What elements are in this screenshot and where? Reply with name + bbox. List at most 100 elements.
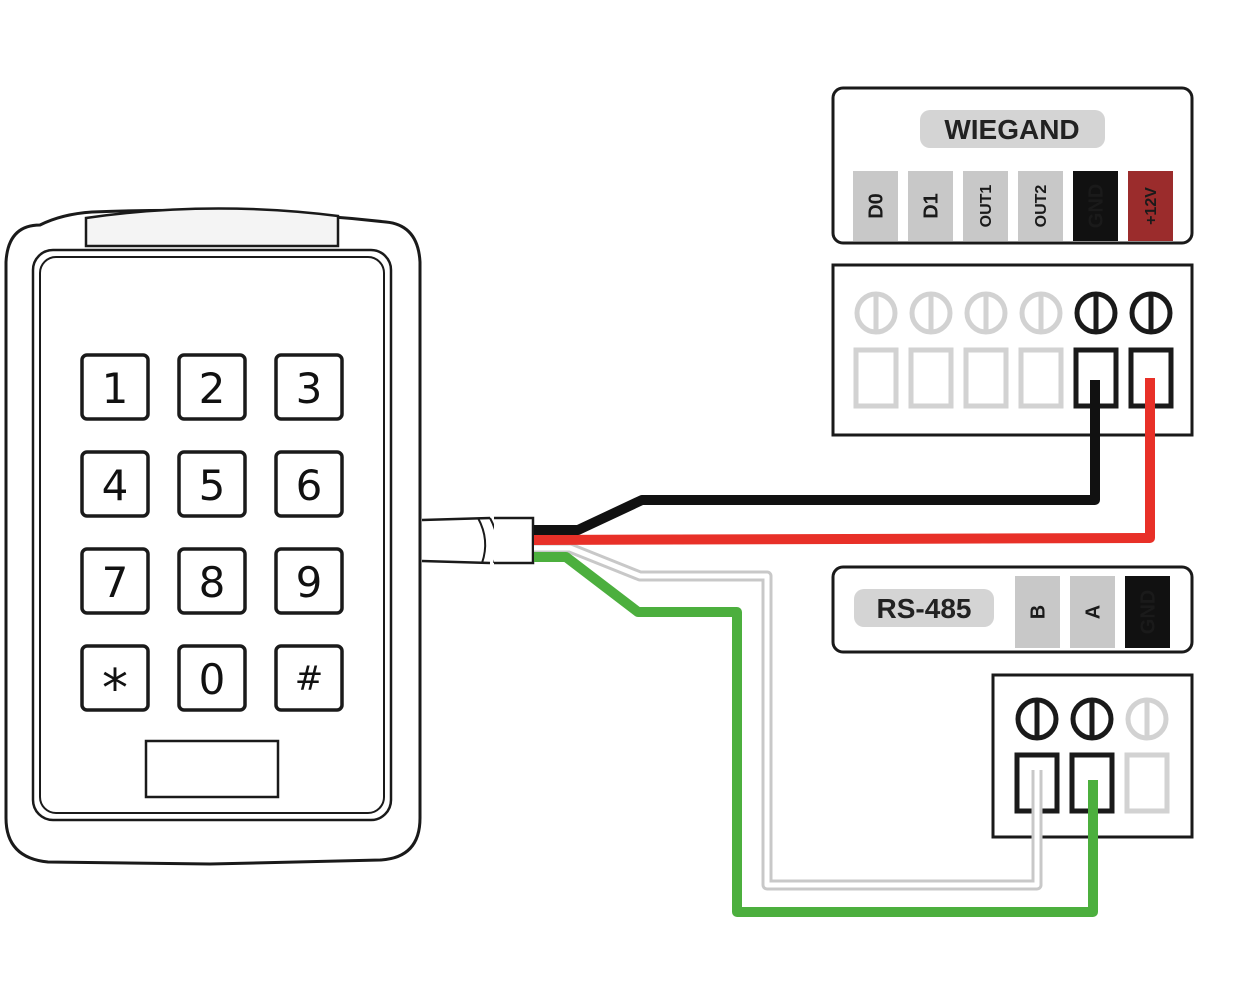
pin-tab-background — [1015, 576, 1060, 648]
wire-clamp — [853, 347, 899, 409]
keypad-reader: 1 2 3 4 5 6 7 8 9 * 0 # — [4, 207, 422, 866]
key-label: * — [102, 659, 128, 719]
wire-black — [534, 380, 1100, 535]
wiegand-pin-plus-12v: +12V — [1128, 171, 1173, 241]
rs485-title-badge — [854, 589, 994, 627]
cable-jacket — [421, 516, 491, 565]
rs485-terminal-b — [1014, 697, 1060, 814]
rs485-pin-tabs: B A GND — [1015, 576, 1170, 648]
rs485-pin-a: A — [1070, 576, 1115, 648]
wire-clamp — [908, 347, 954, 409]
wire-clamp — [1124, 752, 1170, 814]
pin-tab-background — [1073, 171, 1118, 241]
key-frame — [80, 450, 150, 518]
pin-tab-background — [1128, 171, 1173, 241]
wire-clamp — [963, 347, 1009, 409]
rs485-terminal-gnd — [1124, 697, 1170, 814]
pin-tab-background — [1070, 576, 1115, 648]
wiegand-pin-d0: D0 — [853, 171, 898, 241]
rs485-block: RS-485 B A GND — [831, 565, 1194, 839]
wiegand-block: WIEGAND D0 D1 OUT1 OUT2 GND +12V — [831, 86, 1194, 437]
key-frame — [80, 644, 150, 712]
rs485-title: RS-485 — [877, 593, 972, 624]
rs485-pin-gnd: GND — [1125, 576, 1170, 648]
key-seven[interactable]: 7 — [80, 547, 150, 615]
cable — [421, 516, 535, 565]
cable-sleeve — [494, 516, 535, 565]
wiegand-terminal-d0 — [853, 291, 899, 409]
wiegand-terminal-d1 — [908, 291, 954, 409]
key-label: 3 — [296, 364, 323, 413]
reader-top-window — [84, 207, 340, 248]
key-label: 5 — [199, 461, 226, 510]
key-six[interactable]: 6 — [274, 450, 344, 518]
wiegand-title: WIEGAND — [944, 114, 1079, 145]
wiegand-terminals — [853, 291, 1174, 409]
key-one[interactable]: 1 — [80, 353, 150, 421]
key-frame — [177, 450, 247, 518]
reader-inner-panel-inset — [39, 256, 385, 814]
rs485-terminals — [1014, 697, 1170, 814]
key-hash[interactable]: # — [274, 644, 344, 712]
keypad-grid: 1 2 3 4 5 6 7 8 9 * 0 # — [80, 353, 344, 719]
pin-tab-background — [963, 171, 1008, 241]
pin-label: D1 — [921, 193, 943, 219]
wire-green — [534, 552, 1098, 917]
key-frame — [80, 547, 150, 615]
key-frame — [274, 644, 344, 712]
key-three[interactable]: 3 — [274, 353, 344, 421]
pin-tab-background — [1018, 171, 1063, 241]
pin-tab-background — [1125, 576, 1170, 648]
key-label: 6 — [296, 461, 323, 510]
wiegand-terminal-out1 — [963, 291, 1009, 409]
wiegand-pin-out1: OUT1 — [963, 171, 1008, 241]
key-label: # — [295, 659, 324, 699]
pin-label: GND — [1138, 590, 1160, 634]
key-frame — [177, 547, 247, 615]
key-frame — [177, 644, 247, 712]
pin-label: +12V — [1143, 187, 1160, 225]
key-four[interactable]: 4 — [80, 450, 150, 518]
wire-clamp — [1018, 347, 1064, 409]
key-label: 8 — [199, 558, 226, 607]
wire-red — [533, 378, 1155, 545]
pin-tab-background — [908, 171, 953, 241]
key-zero[interactable]: 0 — [177, 644, 247, 712]
pin-label: A — [1083, 605, 1105, 619]
key-label: 4 — [102, 461, 129, 510]
pin-label: OUT1 — [978, 185, 995, 228]
key-label: 7 — [102, 558, 129, 607]
wiegand-pin-tabs: D0 D1 OUT1 OUT2 GND +12V — [853, 171, 1173, 241]
pin-tab-background — [853, 171, 898, 241]
pin-label: D0 — [866, 193, 888, 219]
wire-clamp — [1014, 752, 1060, 814]
key-label: 2 — [199, 364, 226, 413]
wiegand-terminal-out2 — [1018, 291, 1064, 409]
key-frame — [274, 353, 344, 421]
wiegand-pin-d1: D1 — [908, 171, 953, 241]
wire-white-core — [534, 545, 1040, 888]
key-frame — [274, 450, 344, 518]
key-star[interactable]: * — [80, 644, 150, 719]
key-two[interactable]: 2 — [177, 353, 247, 421]
key-frame — [177, 353, 247, 421]
wiegand-pin-out2: OUT2 — [1018, 171, 1063, 241]
pin-label: B — [1028, 605, 1050, 619]
key-label: 9 — [296, 558, 323, 607]
pin-label: GND — [1086, 184, 1108, 228]
key-label: 1 — [102, 364, 129, 413]
wiegand-title-badge — [920, 110, 1105, 148]
wiegand-pin-gnd: GND — [1073, 171, 1118, 241]
key-five[interactable]: 5 — [177, 450, 247, 518]
pin-label: OUT2 — [1033, 185, 1050, 228]
rs485-pin-b: B — [1015, 576, 1060, 648]
key-frame — [274, 547, 344, 615]
key-label: 0 — [199, 655, 226, 704]
wires — [533, 378, 1155, 917]
key-eight[interactable]: 8 — [177, 547, 247, 615]
key-nine[interactable]: 9 — [274, 547, 344, 615]
reader-card-slot — [144, 739, 280, 799]
key-frame — [80, 353, 150, 421]
